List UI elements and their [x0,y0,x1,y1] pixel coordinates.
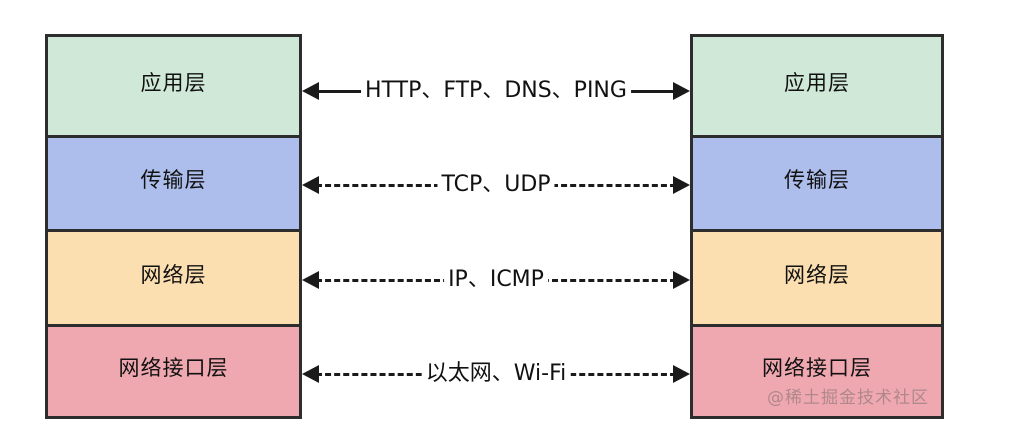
layer-label-left-network-interface: 网络接口层 [118,356,229,380]
connector-label-network: IP、ICMP [444,269,548,291]
layer-label-left-application: 应用层 [140,70,207,95]
layer-box-left-transport: 传输层 [48,138,299,232]
connector-label-transport: TCP、UDP [437,174,555,196]
arrow-left-icon-network-interface [302,365,319,383]
host-stack-left: 应用层 传输层 网络层 网络接口层 [45,34,302,419]
layer-label-right-network: 网络层 [784,262,850,287]
arrow-left-icon-transport [302,176,319,194]
watermark-text: @稀土掘金技术社区 [767,388,929,408]
arrow-left-icon-application [302,82,319,100]
layer-box-right-network-interface: 网络接口层 @稀土掘金技术社区 [693,327,941,416]
host-stack-right: 应用层 传输层 网络层 网络接口层 @稀土掘金技术社区 [690,34,944,419]
layer-box-right-application: 应用层 [693,37,941,138]
connector-label-network-interface: 以太网、Wi-Fi [421,363,571,385]
layer-label-right-network-interface: 网络接口层 [762,356,872,380]
layer-box-left-network: 网络层 [48,232,299,327]
layer-label-left-transport: 传输层 [140,168,207,192]
layer-box-right-network: 网络层 [693,232,941,327]
layer-label-left-network: 网络层 [140,262,207,287]
arrow-left-icon-network [302,271,319,289]
layer-box-left-application: 应用层 [48,37,299,138]
layer-box-right-transport: 传输层 [693,138,941,232]
arrow-right-icon-application [673,82,690,100]
arrow-right-icon-network [673,271,690,289]
arrow-right-icon-transport [673,176,690,194]
layer-label-right-application: 应用层 [784,70,850,95]
arrow-right-icon-network-interface [673,365,690,383]
layer-box-left-network-interface: 网络接口层 [48,327,299,416]
connector-label-application: HTTP、FTP、DNS、PING [361,80,631,102]
layer-label-right-transport: 传输层 [784,168,850,192]
